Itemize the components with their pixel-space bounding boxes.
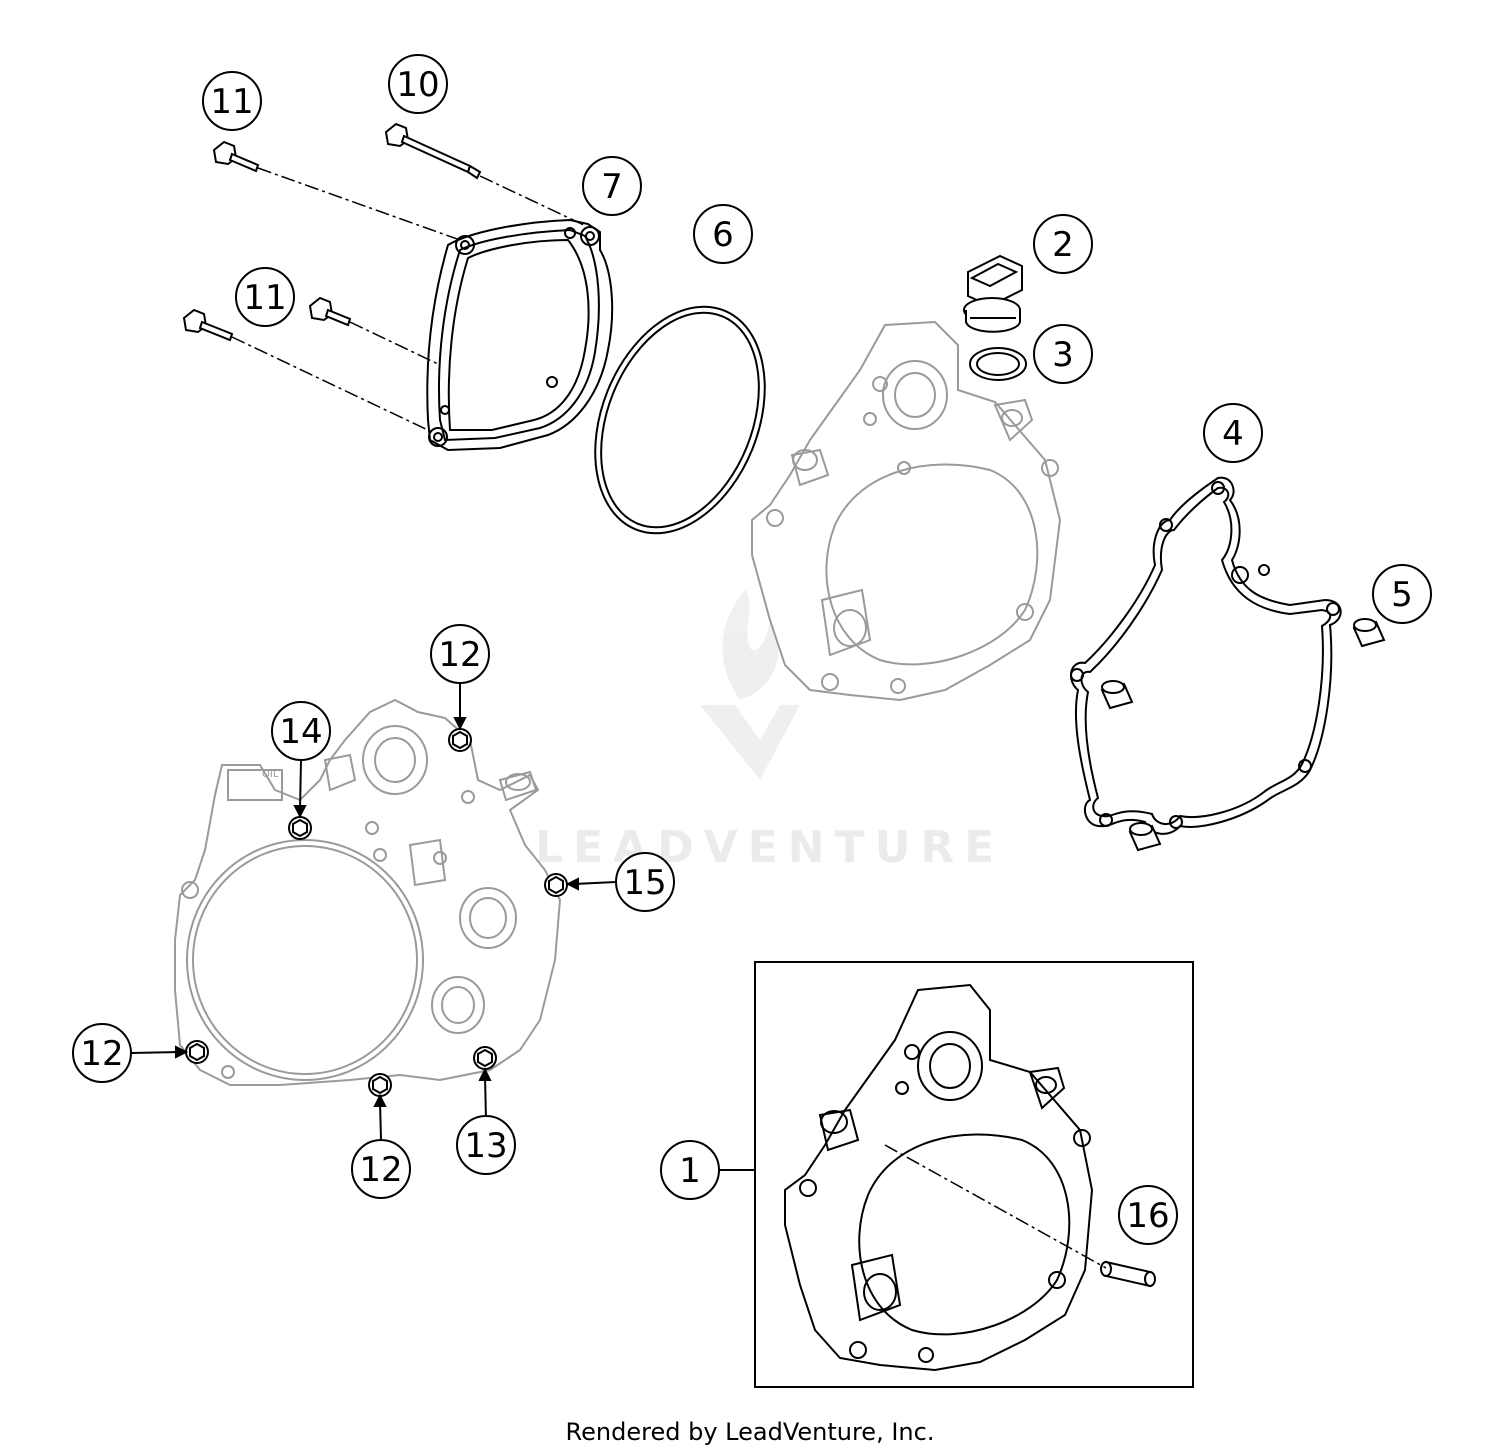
watermark-logo: LEADVENTURE	[535, 590, 1004, 873]
bolt-12-top-head	[448, 728, 472, 752]
callout-labels: 11 10 7 11 6 2 3 4 5 12 14 15 12 12 13	[72, 54, 1432, 1245]
svg-text:4: 4	[1222, 414, 1244, 454]
svg-text:10: 10	[396, 65, 439, 105]
leader-arrows	[130, 684, 755, 1171]
callout-4: 4	[1203, 403, 1263, 463]
svg-text:1: 1	[679, 1151, 701, 1191]
callout-5: 5	[1372, 564, 1432, 624]
bolt-11-lower-right	[308, 296, 352, 327]
callout-11-lower: 11	[235, 267, 295, 327]
svg-text:12: 12	[80, 1034, 123, 1074]
cover-bolt-heads	[185, 728, 568, 1097]
callout-2: 2	[1033, 214, 1093, 274]
svg-text:16: 16	[1126, 1196, 1169, 1236]
bolt-11-top	[212, 140, 260, 173]
part-1-cover-assembly	[784, 983, 1094, 1372]
oil-marking: OIL	[262, 769, 279, 780]
upper-engine-cover	[751, 320, 1062, 702]
callout-1: 1	[660, 1140, 720, 1200]
svg-text:13: 13	[464, 1126, 507, 1166]
callout-6: 6	[693, 204, 753, 264]
svg-text:12: 12	[438, 635, 481, 675]
part-7-clutch-cover	[426, 218, 614, 452]
callout-11-top: 11	[202, 71, 262, 131]
callout-3: 3	[1033, 324, 1093, 384]
svg-text:11: 11	[210, 82, 253, 122]
svg-text:3: 3	[1052, 335, 1074, 375]
callout-7: 7	[582, 156, 642, 216]
callout-10: 10	[388, 54, 448, 114]
part-5-dowel-sleeves	[1100, 618, 1386, 852]
callout-15: 15	[615, 852, 675, 912]
svg-text:14: 14	[279, 712, 322, 752]
part-16-axis-line	[884, 1144, 1107, 1269]
bolt-14-head	[288, 816, 312, 840]
lower-engine-cover	[174, 698, 562, 1086]
svg-text:6: 6	[712, 215, 734, 255]
bolt-11-lower-left	[182, 308, 234, 342]
bolt-15-head	[544, 873, 568, 897]
callout-12-bottom: 12	[351, 1139, 411, 1199]
callout-12-left: 12	[72, 1023, 132, 1083]
bolt-12-bottom-head	[368, 1073, 392, 1097]
render-credit-footer: Rendered by LeadVenture, Inc.	[565, 1418, 935, 1446]
bolt-12-left-head	[185, 1040, 209, 1064]
part-4-gasket	[1069, 476, 1342, 835]
part-3-seal-ring	[969, 347, 1027, 381]
callout-12-top: 12	[430, 624, 490, 684]
svg-text:12: 12	[359, 1150, 402, 1190]
bolt-axis-lines	[231, 167, 587, 433]
part-16-dowel-pin	[1100, 1260, 1156, 1288]
watermark-text: LEADVENTURE	[535, 822, 1004, 873]
bolt-13-head	[473, 1046, 497, 1070]
svg-text:15: 15	[623, 863, 666, 903]
callout-14: 14	[271, 701, 331, 761]
part-2-oil-filler-plug	[963, 254, 1023, 333]
callout-13: 13	[456, 1115, 516, 1175]
svg-text:11: 11	[243, 278, 286, 318]
callout-16: 16	[1118, 1185, 1178, 1245]
part-6-o-ring	[594, 305, 766, 535]
svg-text:7: 7	[601, 167, 623, 207]
svg-text:5: 5	[1391, 575, 1413, 615]
bolt-10	[384, 122, 482, 180]
svg-text:2: 2	[1052, 225, 1074, 265]
part-1-inset-box	[754, 961, 1194, 1388]
